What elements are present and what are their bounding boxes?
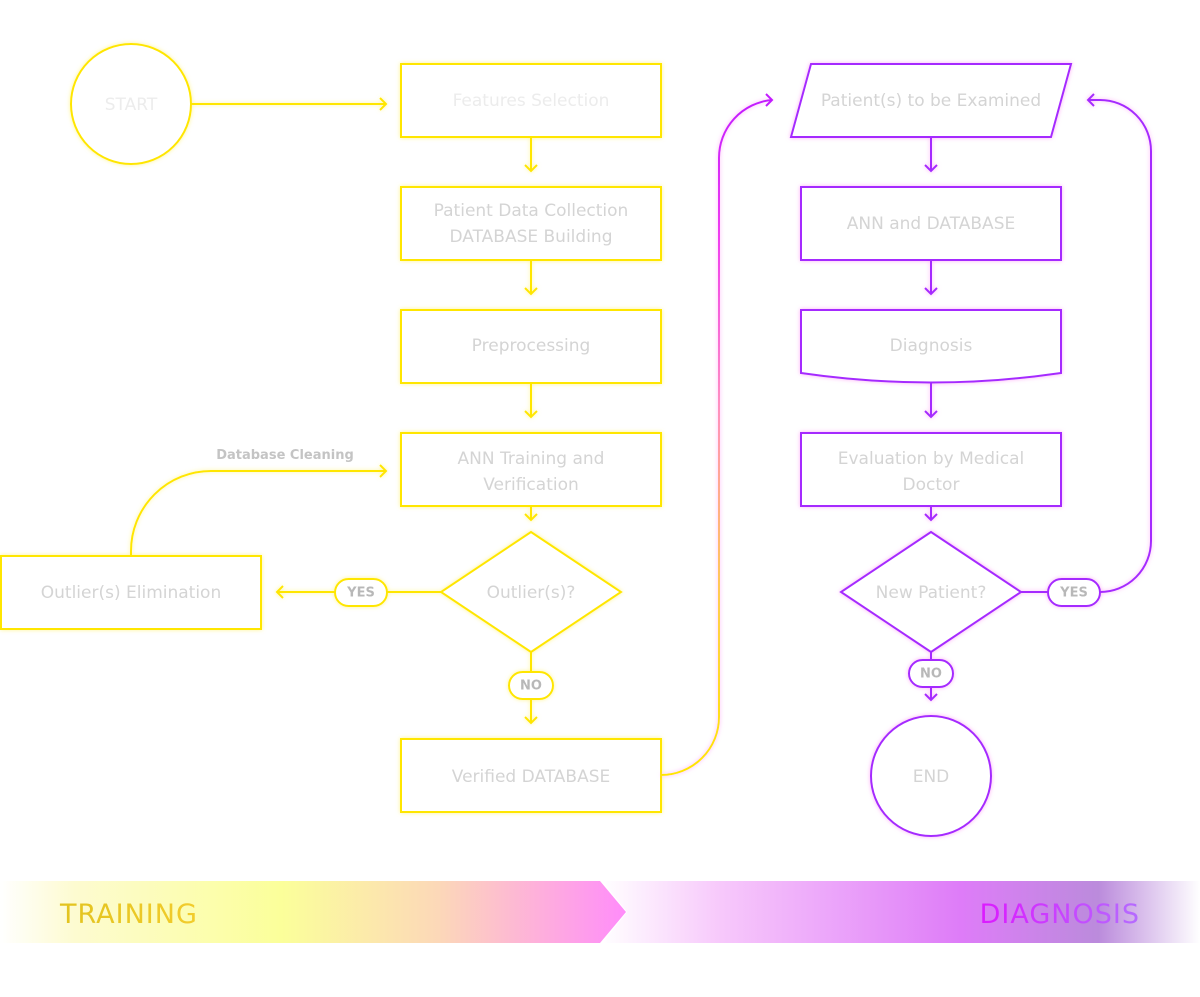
arrow-no-to-verified (524, 699, 538, 725)
outlier-elimination-label: Outlier(s) Elimination (41, 583, 221, 603)
data-collection-label-1: Patient Data Collection (434, 201, 629, 221)
features-selection-label: Features Selection (453, 91, 610, 111)
arrow-no-to-end (924, 687, 938, 702)
database-cleaning-label: Database Cleaning (216, 448, 354, 463)
diagnosis-flow (789, 63, 1152, 837)
connector-verified-to-patients (660, 99, 773, 776)
new-patient-yes-label: YES (1059, 586, 1088, 601)
patients-examined-node (789, 63, 1073, 138)
phase-bar: TRAINING DIAGNOSIS (0, 881, 1200, 943)
arrow-evaluation-to-decision (924, 506, 938, 522)
outlier-elimination-node (0, 555, 262, 630)
diagnosis-node (800, 309, 1062, 384)
verified-database-node (400, 738, 662, 813)
verified-database-label: Verified DATABASE (452, 767, 610, 787)
arrow-collection-to-preprocessing (524, 260, 538, 296)
evaluation-label-2: Doctor (903, 475, 960, 495)
start-label: START (105, 95, 158, 115)
outliers-yes-label: YES (346, 586, 375, 601)
features-selection-node (400, 63, 662, 138)
arrow-diagnosis-to-evaluation (924, 382, 938, 419)
diagnosis-phase-band (602, 881, 1200, 943)
ann-training-label-1: ANN Training and (458, 449, 605, 469)
arrow-patients-to-ann (924, 137, 938, 173)
arrow-start-to-features (191, 97, 388, 111)
arrow-features-to-collection (524, 137, 538, 173)
outliers-decision-label: Outlier(s)? (487, 583, 576, 603)
outliers-no-label: NO (520, 679, 542, 694)
database-cleaning-loop (130, 464, 388, 556)
patients-examined-label: Patient(s) to be Examined (821, 91, 1041, 111)
ann-training-label-2: Verification (483, 475, 579, 495)
evaluation-node (800, 432, 1062, 507)
training-phase-label: TRAINING (59, 899, 198, 930)
arrow-yes-to-elimination (275, 585, 335, 599)
arrow-training-to-decision (524, 506, 538, 522)
preprocessing-node (400, 309, 662, 384)
new-patient-loop (1086, 93, 1152, 593)
training-phase-arrow (0, 881, 626, 943)
preprocessing-label: Preprocessing (472, 336, 591, 356)
arrow-preprocessing-to-training (524, 383, 538, 419)
end-label: END (913, 767, 950, 787)
training-flow (0, 43, 662, 813)
data-collection-label-2: DATABASE Building (450, 227, 613, 247)
diagnosis-phase-label: DIAGNOSIS (980, 899, 1140, 930)
new-patient-decision-label: New Patient? (876, 583, 987, 603)
connector-arrowhead (765, 93, 774, 107)
data-collection-node (400, 186, 662, 261)
new-patient-no-label: NO (920, 667, 942, 682)
evaluation-label-1: Evaluation by Medical (838, 449, 1025, 469)
ann-database-label: ANN and DATABASE (847, 214, 1015, 234)
diagnosis-label: Diagnosis (890, 336, 973, 356)
end-node (870, 715, 992, 837)
ann-training-node (400, 432, 662, 507)
arrow-ann-to-diagnosis (924, 260, 938, 296)
